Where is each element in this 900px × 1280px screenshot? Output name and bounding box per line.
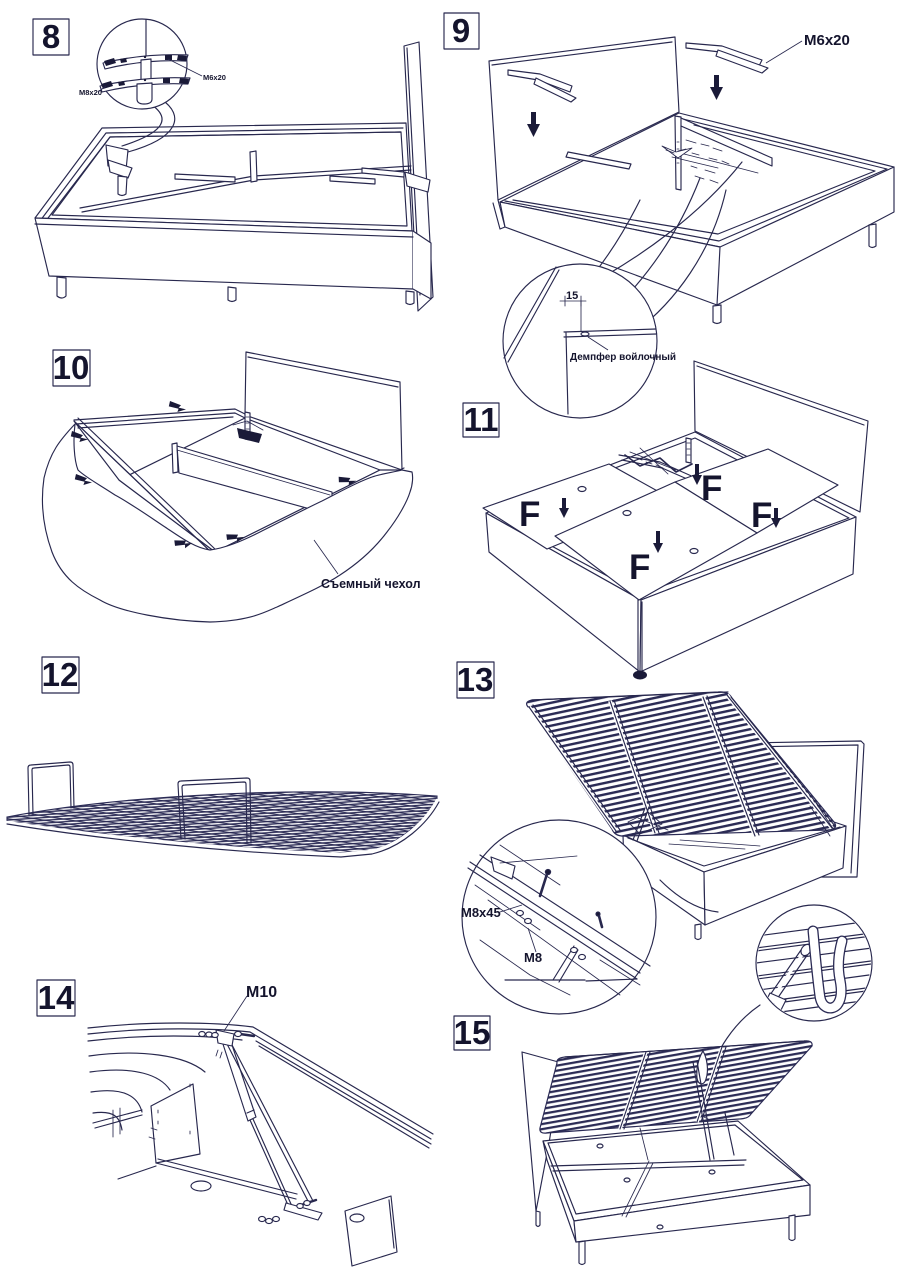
svg-text:F: F [629, 548, 650, 587]
svg-text:F: F [751, 496, 772, 535]
svg-text:15: 15 [566, 290, 578, 302]
svg-text:M10: M10 [246, 984, 277, 1001]
svg-text:11: 11 [464, 401, 499, 438]
svg-text:13: 13 [457, 661, 494, 698]
svg-text:9: 9 [452, 12, 470, 49]
svg-text:14: 14 [38, 979, 75, 1016]
svg-text:8: 8 [42, 18, 60, 55]
svg-text:M8x20: M8x20 [79, 88, 102, 97]
svg-text:M8: M8 [524, 950, 542, 965]
svg-text:12: 12 [42, 656, 79, 693]
svg-text:F: F [701, 469, 722, 508]
svg-text:15: 15 [454, 1014, 491, 1051]
svg-text:M8x45: M8x45 [461, 905, 501, 920]
svg-text:10: 10 [53, 349, 90, 386]
svg-text:M6x20: M6x20 [804, 32, 850, 49]
svg-text:F: F [519, 495, 540, 534]
svg-text:Демпфер войлочный: Демпфер войлочный [570, 351, 676, 363]
svg-text:M6x20: M6x20 [203, 73, 226, 82]
svg-text:Съемный чехол: Съемный чехол [321, 577, 421, 591]
